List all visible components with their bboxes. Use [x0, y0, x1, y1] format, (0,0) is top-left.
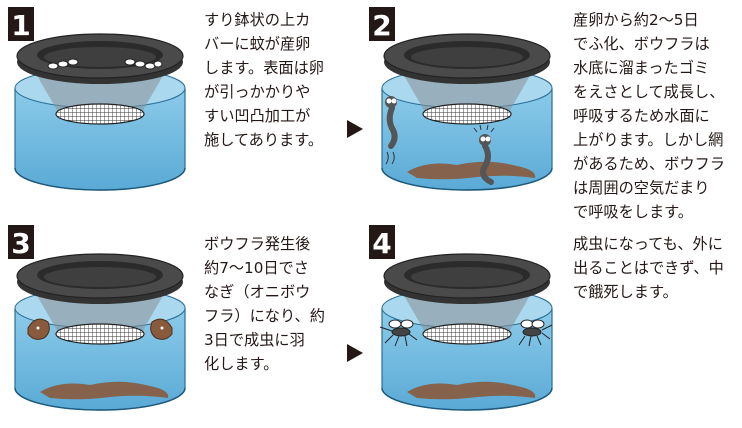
step-3-line: フラ）になり、約	[204, 307, 325, 325]
step-2-badge: 2	[369, 7, 395, 42]
step-3-badge: 3	[8, 225, 34, 260]
step-1-line: すり鉢状の上カ	[204, 11, 311, 29]
step-2-line: 上がります。しかし網	[573, 131, 724, 149]
step-2-line: 呼吸するため水面に	[573, 107, 710, 125]
step-4-trap	[379, 253, 553, 411]
step-4-line: 成虫になっても、外に	[573, 235, 723, 253]
step-1-line: が引っかかりや	[204, 83, 311, 101]
step-4-line: 出ることはできず、中	[573, 259, 724, 277]
step-1-line: すい凹凸加工が	[204, 107, 311, 125]
step-2-trap	[381, 33, 553, 191]
step-3-line: 3日で成虫に羽	[204, 331, 305, 349]
svg-text:4: 4	[372, 227, 391, 260]
mosquito-egg-icon	[47, 58, 163, 70]
mosquito-icon	[518, 319, 553, 347]
pupa-icon	[150, 318, 173, 340]
step-1-trap	[14, 33, 186, 191]
step-3-line: 約7～10日でさ	[204, 259, 309, 277]
step-1-line: します。表面は卵	[204, 59, 324, 77]
step-3-line: なぎ（オニボウ	[204, 283, 311, 301]
step-1-description: すり鉢状の上カ バーに蚊が産卵 します。表面は卵 が引っかかりや すい凹凸加工が…	[204, 8, 324, 152]
svg-text:1: 1	[11, 9, 30, 42]
step-2-line: をえさとして成長し、	[573, 83, 725, 101]
step-4-line: で餓死します。	[573, 283, 678, 301]
step-2-line: 産卵から約2～5日	[573, 11, 699, 29]
step-2-description: 産卵から約2～5日 でふ化、ボウフラは 水底に溜まったゴミ をえさとして成長し、…	[573, 8, 725, 224]
step-1-badge: 1	[8, 7, 34, 42]
step-2-line: 水底に溜まったゴミ	[573, 59, 710, 77]
step-3-description: ボウフラ発生後 約7～10日でさ なぎ（オニボウ フラ）になり、約 3日で成虫に…	[204, 232, 325, 376]
step-1-line: バーに蚊が産卵	[204, 35, 311, 53]
step-2-line: で呼吸をします。	[573, 203, 693, 221]
pupa-icon	[27, 318, 50, 340]
mosquito-icon	[379, 319, 418, 347]
larva-icon	[385, 96, 398, 165]
step-3-trap	[14, 253, 186, 411]
step-3-line: ボウフラ発生後	[204, 235, 311, 253]
step-1-line: 施してあります。	[204, 131, 324, 149]
step-2-line: でふ化、ボウフラは	[573, 35, 710, 53]
step-3-line: 化します。	[204, 355, 279, 373]
step-4-badge: 4	[369, 225, 395, 260]
svg-text:2: 2	[372, 9, 391, 42]
arrow-right-icon	[347, 120, 363, 138]
svg-text:3: 3	[11, 227, 30, 260]
step-2-line: があるため、ボウフラ	[573, 155, 725, 173]
larva-icon	[473, 124, 495, 185]
step-4-description: 成虫になっても、外に 出ることはできず、中 で餓死します。	[573, 232, 724, 304]
arrow-right-icon	[347, 344, 363, 362]
step-2-line: は周囲の空気だまり	[573, 179, 710, 197]
